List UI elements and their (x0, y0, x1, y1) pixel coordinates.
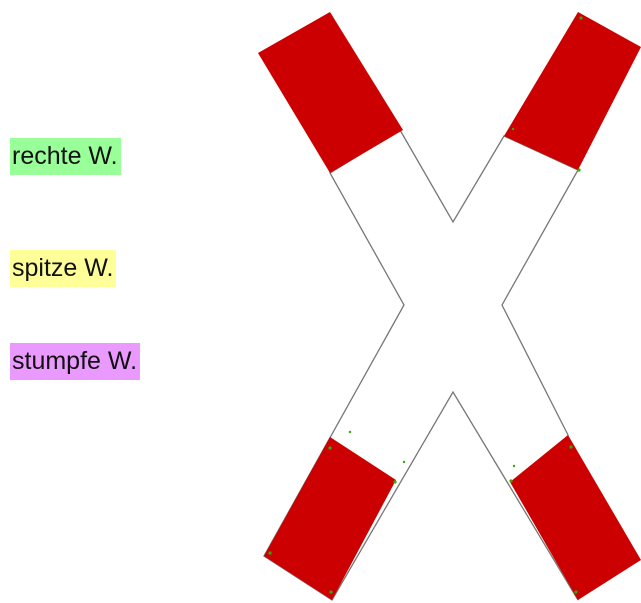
corner-point (348, 430, 352, 434)
legend-label-acute-angle: spitze W. (10, 250, 117, 287)
legend-label-obtuse-angle: stumpfe W. (10, 343, 141, 380)
corner-point (509, 479, 513, 483)
legend-label-right-angle: rechte W. (10, 138, 121, 175)
corner-point (574, 590, 578, 594)
red-band-top-right (504, 12, 641, 170)
corner-point (402, 460, 406, 464)
corner-point (512, 464, 516, 468)
corner-point (329, 590, 333, 594)
red-band-top-left (258, 12, 403, 173)
corner-points (268, 16, 583, 594)
corner-point (579, 16, 583, 20)
corner-point (569, 445, 573, 449)
corner-point (268, 551, 272, 555)
corner-point (393, 480, 397, 484)
corner-point (577, 168, 581, 172)
corner-point (511, 127, 515, 131)
corner-point (328, 446, 332, 450)
red-band-bottom-left (264, 437, 396, 600)
red-band-bottom-right (510, 435, 641, 600)
